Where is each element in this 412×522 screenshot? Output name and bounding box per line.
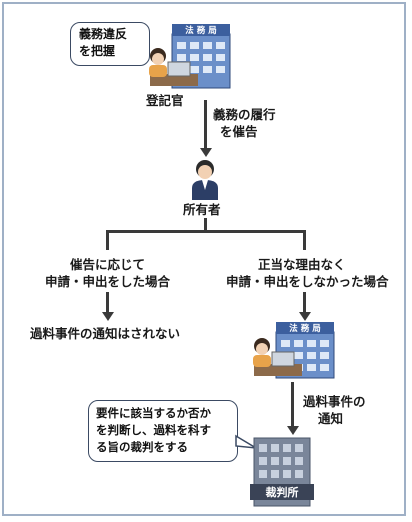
arrow3-label-line2: 通知 [318, 411, 344, 426]
branch-stem [204, 218, 207, 232]
arrow-office-to-court-shaft [291, 382, 294, 428]
court-building-icon: 裁判所 [250, 437, 314, 507]
branch-left-drop [106, 230, 109, 250]
speech-bubble-court-tail [235, 434, 257, 449]
right-branch-label-line1: 正当な理由なく [258, 257, 346, 272]
arrow3-label-line1: 過料事件の [303, 394, 366, 409]
arrow-officer-to-owner-shaft [204, 100, 207, 150]
arrow-left-result-head [101, 312, 114, 321]
owner-label: 所有者 [183, 202, 221, 217]
branch-horizontal [106, 230, 306, 233]
court-sign-text: 裁判所 [266, 485, 299, 499]
arrow-right-office-head [298, 312, 311, 321]
arrow-officer-to-owner-head [199, 148, 212, 157]
left-result-label: 過料事件の通知はされない [30, 326, 181, 341]
officer-label: 登記官 [146, 93, 184, 108]
left-branch-label-line2: 申請・申出をした場合 [45, 274, 171, 289]
right-branch-label-line2: 申請・申出をしなかった場合 [226, 274, 389, 289]
left-branch-label-line1: 催告に応じて [70, 257, 146, 272]
bubble-court-line2: を判断し、過料を科す [96, 423, 211, 437]
bubble-violation-line1: 義務違反 [79, 27, 128, 41]
office-sign-text: 法 務 局 [185, 25, 216, 36]
office-sign-text-2: 法 務 局 [289, 323, 320, 334]
branch-right-drop [303, 230, 306, 250]
speech-bubble-violation: 義務違反 を把握 [70, 22, 150, 66]
arrow1-label-line1: 義務の履行 [213, 107, 276, 122]
bubble-court-line1: 要件に該当するか否か [96, 406, 211, 420]
arrow1-label-line2: を催告 [220, 124, 258, 139]
arrow-office-to-court-head [286, 426, 299, 435]
officer-icon [149, 48, 198, 86]
arrow-left-result-shaft [106, 292, 109, 314]
arrow-right-office-shaft [303, 292, 306, 314]
owner-person-icon [192, 160, 218, 200]
bubble-violation-line2: を把握 [79, 44, 116, 58]
officer-icon-2 [253, 338, 302, 376]
speech-bubble-court: 要件に該当するか否か を判断し、過料を科す る旨の裁判をする [88, 400, 238, 462]
bubble-court-line3: る旨の裁判をする [96, 440, 188, 454]
